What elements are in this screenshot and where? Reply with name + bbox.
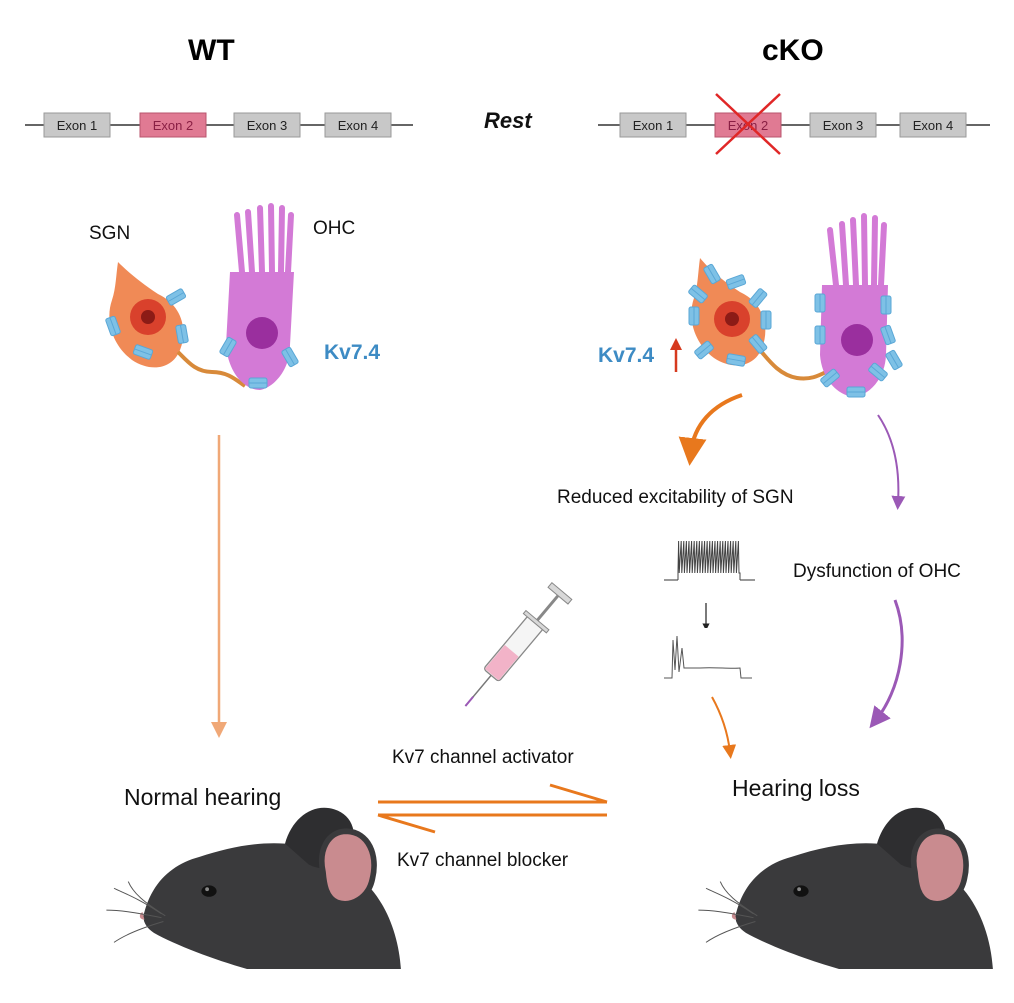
syringe-icon: [464, 581, 573, 707]
activator-label: Kv7 channel activator: [392, 747, 574, 768]
state-label: Rest: [484, 108, 532, 133]
wt-sgn-cell: [104, 262, 247, 388]
wt-kv-label: Kv7.4: [324, 341, 381, 364]
sgn-trace-after: [656, 628, 766, 688]
wt-exon-3: Exon 3: [247, 118, 287, 133]
up-arrow-icon: [670, 338, 682, 372]
cko-title: cKO: [762, 34, 824, 67]
equilibrium-arrows: [377, 783, 608, 834]
cko-kv-label: Kv7.4: [598, 344, 655, 367]
cko-exon-3: Exon 3: [823, 118, 863, 133]
cko-sgn-cell: [687, 258, 827, 381]
wt-ohc-label: OHC: [313, 218, 356, 239]
cko-ohc-cell: [814, 213, 904, 398]
normal-hearing-label: Normal hearing: [124, 784, 282, 810]
ohc-effect-label: Dysfunction of OHC: [793, 561, 961, 582]
wt-ohc-cell: [218, 203, 300, 390]
mouse-icon: [698, 808, 993, 969]
cko-exon-4: Exon 4: [913, 118, 953, 133]
cko-gene-map: Exon 1 Exon 2 Exon 3 Exon 4: [598, 93, 990, 155]
wt-gene-map: Exon 1 Exon 2 Exon 3 Exon 4: [25, 112, 413, 138]
ohc-effect-arrow: [877, 414, 906, 510]
wt-sgn-label: SGN: [89, 223, 131, 244]
wt-title: WT: [188, 34, 235, 67]
sgn-effect-label: Reduced excitability of SGN: [557, 487, 794, 508]
cross-icon: [715, 93, 781, 155]
cko-exon-1: Exon 1: [633, 118, 673, 133]
blocker-label: Kv7 channel blocker: [397, 850, 569, 871]
mouse-icon: [106, 808, 401, 969]
wt-exon-4: Exon 4: [338, 118, 378, 133]
ohc-to-loss-arrow: [869, 599, 904, 729]
sgn-to-loss-arrow: [711, 696, 737, 759]
wt-exon-2: Exon 2: [153, 118, 193, 133]
sgn-effect-arrow: [678, 393, 743, 466]
sgn-trace-before: [648, 530, 766, 594]
wt-exon-1: Exon 1: [57, 118, 97, 133]
hearing-loss-label: Hearing loss: [732, 775, 860, 801]
